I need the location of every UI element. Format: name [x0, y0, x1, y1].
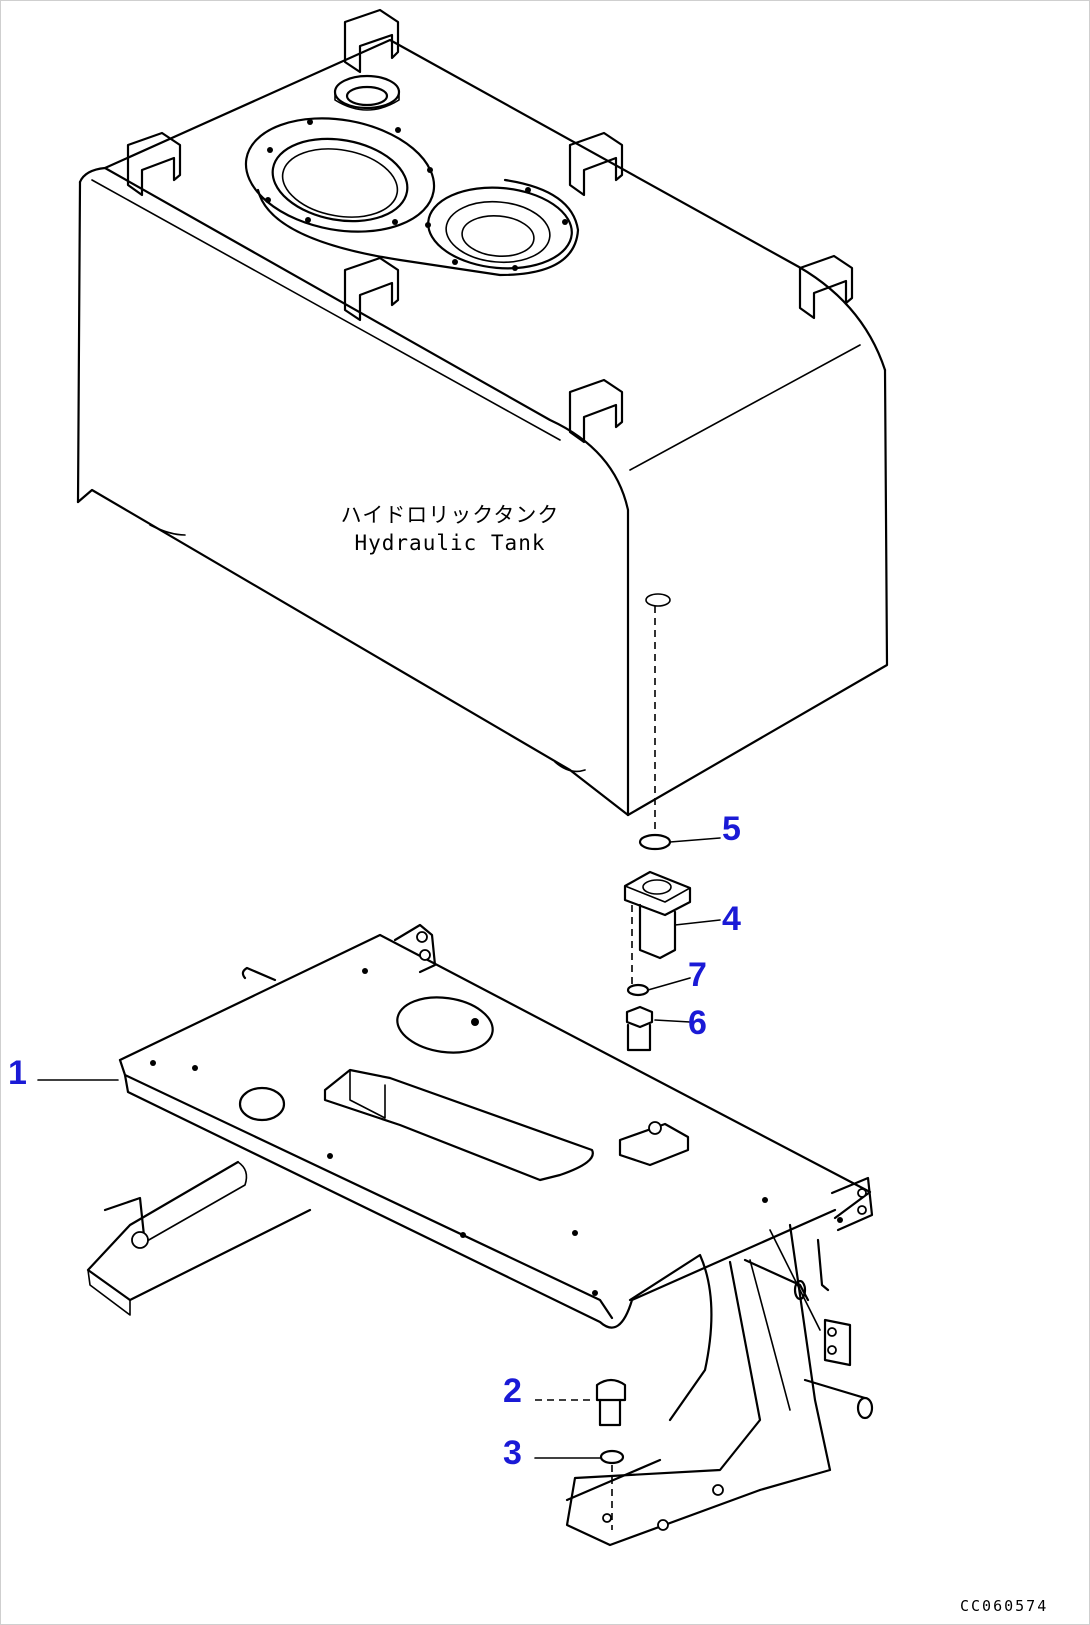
drain-parts [623, 833, 721, 1052]
part-5-gasket [638, 833, 672, 851]
parts-2-3 [534, 1378, 627, 1530]
hydraulic-tank [76, 8, 889, 830]
callout-7: 7 [688, 956, 707, 994]
callout-2: 2 [503, 1372, 522, 1410]
callout-1: 1 [8, 1054, 27, 1092]
part-4-valve [623, 870, 721, 960]
drawing-code: CC060574 [960, 1597, 1049, 1615]
callout-6: 6 [688, 1004, 707, 1042]
tank-label-japanese: ハイドロリックタンク [340, 503, 560, 527]
callout-4: 4 [722, 900, 741, 938]
callout-3: 3 [503, 1434, 522, 1472]
tank-label-english: Hydraulic Tank [354, 531, 546, 555]
callout-5: 5 [722, 810, 741, 848]
part-1-frame [86, 923, 874, 1547]
part-6-bolt [625, 1005, 691, 1052]
tank-mounting-bracket [126, 8, 854, 444]
part-7-washer [626, 983, 650, 997]
